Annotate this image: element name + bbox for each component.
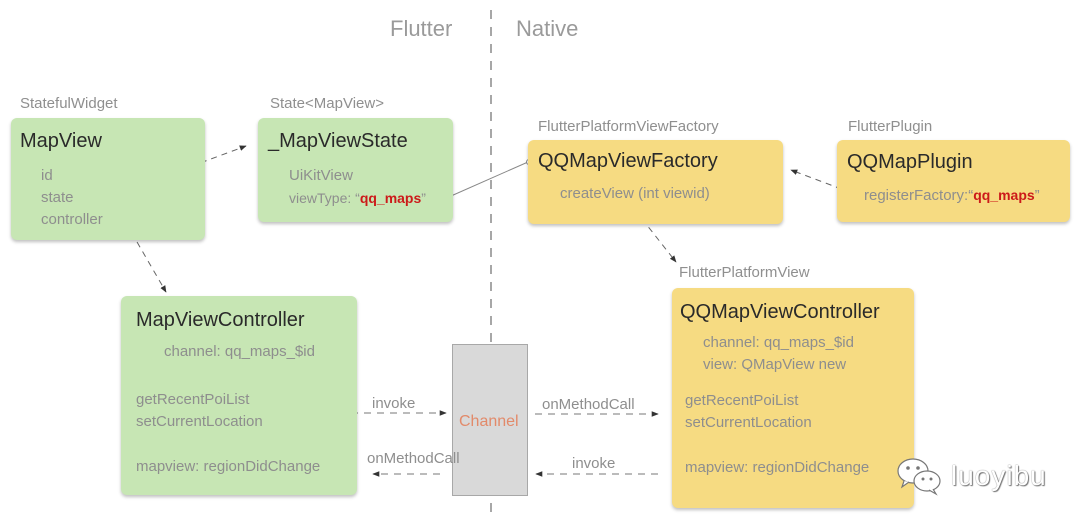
mapview-member-controller: controller xyxy=(41,211,103,228)
mapviewstate-viewtype: viewType: “qq_maps” xyxy=(289,187,426,209)
viewtype-prefix: viewType: “ xyxy=(289,190,360,206)
qqmapviewcontroller-stereotype: FlutterPlatformView xyxy=(679,264,810,281)
viewtype-suffix: ” xyxy=(421,190,426,206)
register-prefix: registerFactory:“ xyxy=(864,187,974,204)
channel-label: Channel xyxy=(459,413,519,430)
qqmapviewcontroller-box[interactable]: QQMapViewController channel: qq_maps_$id… xyxy=(672,288,914,508)
mapviewcontroller-callback: mapview: regionDidChange xyxy=(136,458,321,475)
mapviewcontroller-box[interactable]: MapViewController channel: qq_maps_$id g… xyxy=(121,296,357,495)
section-label-flutter: Flutter xyxy=(390,16,453,41)
register-suffix: ” xyxy=(1034,187,1040,204)
plugin-title: QQMapPlugin xyxy=(847,151,973,173)
qqmapviewcontroller-field-channel: channel: qq_maps_$id xyxy=(703,334,854,351)
mapview-box[interactable]: MapView id state controller xyxy=(11,118,205,240)
edge-label-right-onmethodcall: onMethodCall xyxy=(542,396,635,413)
mapview-stereotype: StatefulWidget xyxy=(20,95,118,112)
mapviewcontroller-method-getrecentpoilist: getRecentPoiList xyxy=(136,391,250,408)
plugin-box[interactable]: QQMapPlugin registerFactory:“qq_maps” xyxy=(837,140,1070,222)
edge-viewtype-to-factory xyxy=(450,161,529,197)
qqmapviewcontroller-title: QQMapViewController xyxy=(680,301,880,323)
channel-box[interactable] xyxy=(452,344,528,496)
mapviewstate-member-uikitview: UiKitView xyxy=(289,167,353,184)
mapview-title: MapView xyxy=(20,130,102,152)
factory-member-createview: createView (int viewid) xyxy=(560,185,710,202)
mapviewcontroller-title: MapViewController xyxy=(136,309,305,331)
mapviewcontroller-channel: channel: qq_maps_$id xyxy=(164,343,315,360)
edge-label-right-invoke: invoke xyxy=(572,455,616,472)
section-label-native: Native xyxy=(516,16,579,41)
qqmapviewcontroller-method-setcurrentlocation: setCurrentLocation xyxy=(685,414,812,431)
watermark-text: luoyibu xyxy=(951,460,1047,491)
edge-label-left-invoke: invoke xyxy=(372,395,416,412)
mapviewstate-box[interactable]: _MapViewState UiKitView viewType: “qq_ma… xyxy=(258,118,453,222)
factory-title: QQMapViewFactory xyxy=(538,150,718,172)
mapview-member-state: state xyxy=(41,189,74,206)
mapview-member-id: id xyxy=(41,167,53,184)
edge-label-left-onmethodcall: onMethodCall xyxy=(367,450,460,467)
viewtype-value: qq_maps xyxy=(359,190,422,206)
register-value: qq_maps xyxy=(973,187,1035,203)
mapviewcontroller-method-setcurrentlocation: setCurrentLocation xyxy=(136,413,263,430)
mapviewstate-title: _MapViewState xyxy=(268,130,408,152)
factory-stereotype: FlutterPlatformViewFactory xyxy=(538,118,719,135)
factory-box[interactable]: QQMapViewFactory createView (int viewid) xyxy=(528,140,783,224)
wechat-icon xyxy=(897,458,941,496)
watermark: luoyibu xyxy=(895,455,1047,497)
mapviewstate-stereotype: State<MapView> xyxy=(270,95,384,112)
plugin-register: registerFactory:“qq_maps” xyxy=(864,184,1040,207)
qqmapviewcontroller-field-view: view: QMapView new xyxy=(703,356,847,373)
qqmapviewcontroller-callback: mapview: regionDidChange xyxy=(685,459,870,476)
plugin-stereotype: FlutterPlugin xyxy=(848,118,933,135)
qqmapviewcontroller-method-getrecentpoilist: getRecentPoiList xyxy=(685,392,799,409)
